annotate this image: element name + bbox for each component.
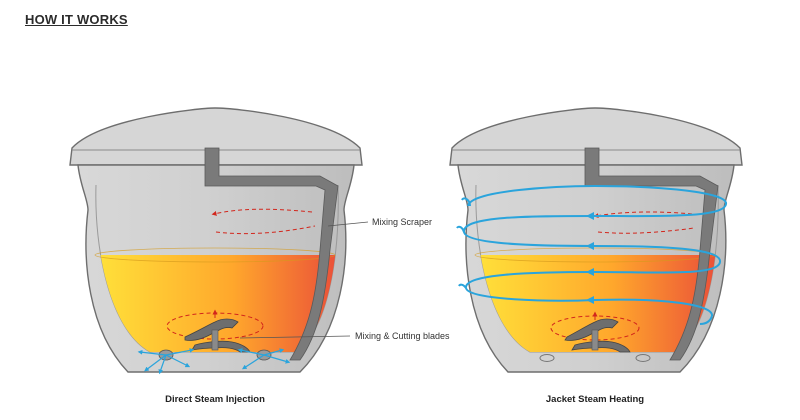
label-mixing-scraper: Mixing Scraper (372, 217, 432, 227)
label-mixing-blades: Mixing & Cutting blades (355, 331, 450, 341)
vessel-jacket-steam (450, 108, 742, 372)
caption-jacket-steam: Jacket Steam Heating (546, 394, 644, 405)
vessel-direct-steam (70, 108, 368, 372)
caption-direct-steam: Direct Steam Injection (165, 394, 265, 405)
